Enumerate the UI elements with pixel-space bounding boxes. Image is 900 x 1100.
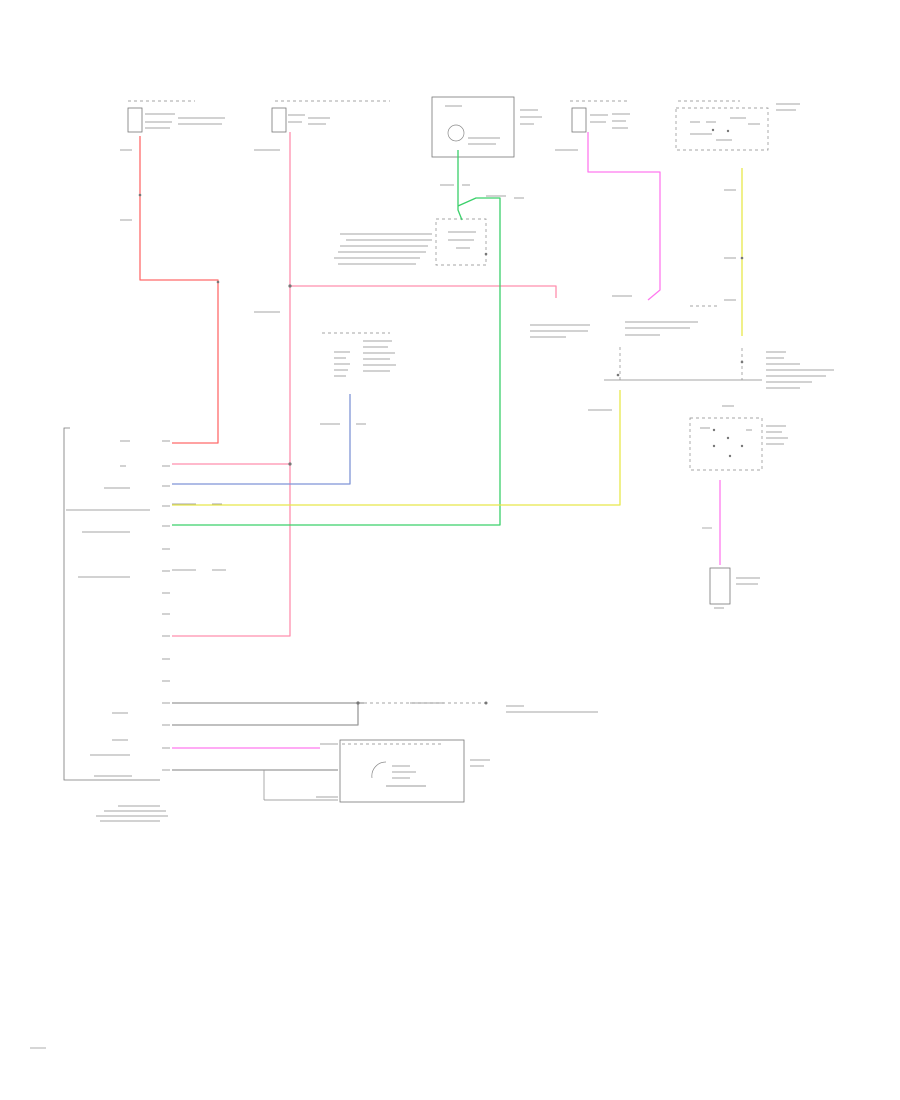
terminal-dots <box>138 193 744 377</box>
range-switch <box>689 405 788 471</box>
fuse-block-left <box>127 100 225 133</box>
wire-green <box>172 150 501 526</box>
wire-blue <box>172 394 351 485</box>
middle-labels <box>322 332 396 377</box>
ground-bus <box>364 701 598 713</box>
starter-relay <box>709 567 760 609</box>
control-module <box>63 427 226 822</box>
bottom-relay <box>263 739 490 803</box>
clutch-switch <box>334 218 487 266</box>
wire-pink <box>172 132 557 637</box>
relay-box <box>431 96 542 158</box>
wire-violet <box>587 132 661 301</box>
fuse-block-center <box>271 100 390 133</box>
right-labels <box>530 305 834 389</box>
ignition-switch <box>675 100 800 151</box>
wire-yellow <box>172 168 743 506</box>
wire-red <box>139 136 219 444</box>
wire-gray-ground <box>172 702 364 771</box>
fuse-block-right <box>570 100 630 133</box>
